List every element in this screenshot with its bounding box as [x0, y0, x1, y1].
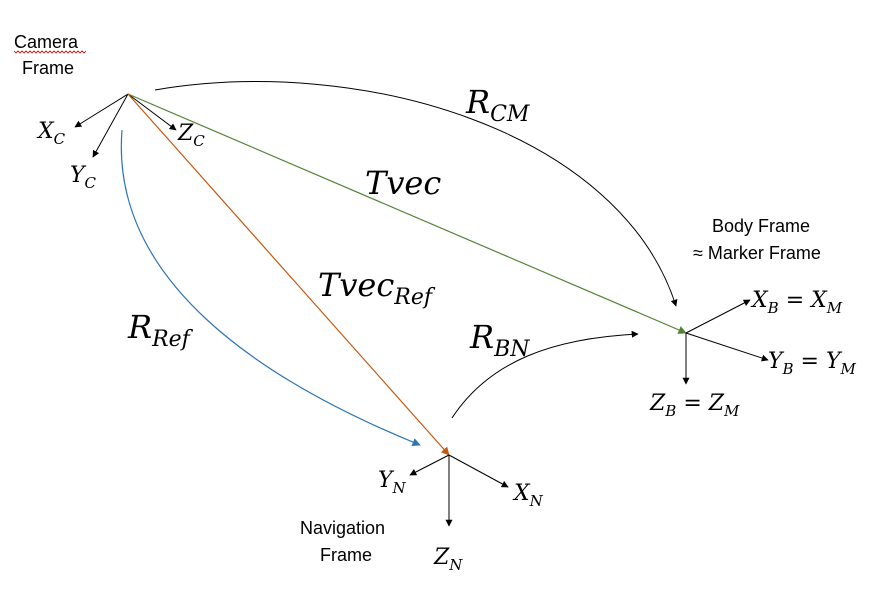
body-x-axis-arrow: [685, 299, 751, 334]
navigation-frame-title-line2: Frame: [320, 545, 372, 565]
body-frame-title-line1: Body Frame: [712, 216, 810, 236]
body-y-axis-arrow: [685, 332, 769, 362]
r-cm-arrow: [154, 81, 678, 307]
tvec-ref-arrow: [127, 93, 450, 456]
r-bn-arrow: [451, 330, 639, 419]
camera-y-axis-arrow: [92, 93, 129, 158]
r-bn-label: RBN: [469, 318, 530, 362]
navigation-x-axis-label: XN: [512, 481, 544, 510]
tvec-ref-label: TvecRef: [318, 266, 436, 310]
navigation-y-axis-label: YN: [378, 468, 407, 497]
navigation-frame-title-line1: Navigation: [300, 518, 385, 538]
camera-z-axis-label: ZC: [177, 121, 205, 150]
r-ref-label: RRef: [127, 308, 194, 352]
camera-frame-title-line1: Camera: [14, 32, 79, 52]
r-cm-label: RCM: [465, 83, 530, 127]
body-z-axis-label: ZB = ZM: [649, 391, 740, 420]
camera-x-axis-arrow: [74, 93, 129, 128]
body-x-axis-label: XB = XM: [750, 288, 843, 317]
tvec-arrow: [127, 93, 687, 334]
body-frame-title-line2: ≈ Marker Frame: [693, 243, 821, 263]
tvec-label: Tvec: [365, 164, 441, 202]
body-y-axis-label: YB = YM: [768, 349, 857, 378]
camera-z-axis-arrow: [127, 93, 177, 131]
navigation-x-axis-arrow: [448, 454, 509, 488]
navigation-y-axis-arrow: [409, 454, 450, 476]
spellcheck-underline: [13, 50, 87, 54]
r-ref-arrow: [120, 129, 421, 447]
navigation-z-axis-label: ZN: [433, 545, 463, 574]
camera-y-axis-label: YC: [70, 163, 97, 192]
camera-x-axis-label: XC: [36, 119, 66, 148]
camera-frame-title-line2: Frame: [22, 58, 74, 78]
